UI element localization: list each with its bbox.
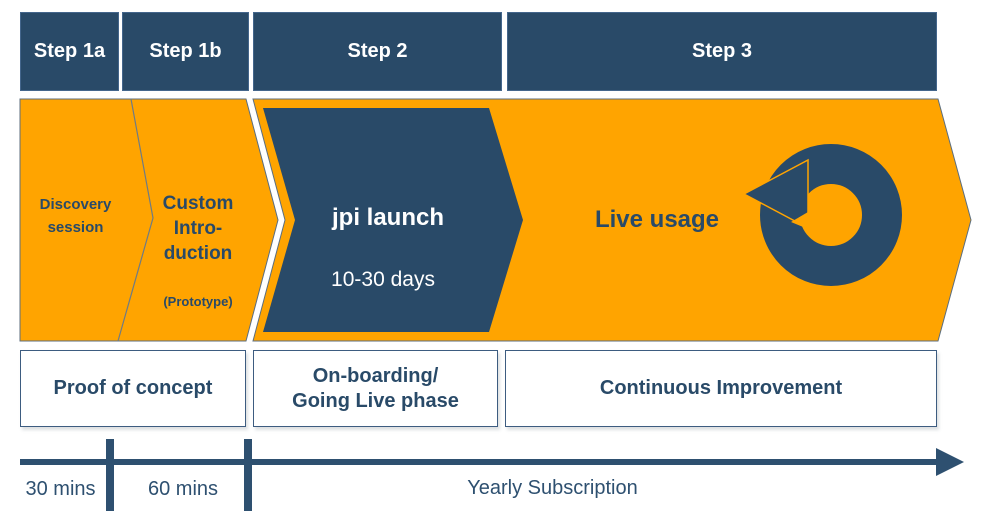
loop-arrow-icon	[742, 144, 902, 286]
custom-introduction-label: Custom Intro- duction (Prototype)	[148, 166, 248, 336]
jpi-launch-title: jpi launch	[331, 204, 444, 231]
timeline-tick-60min	[244, 439, 252, 511]
step-1a-header: Step 1a	[20, 12, 119, 91]
timeline-tick-30min	[106, 439, 114, 511]
live-usage-label: Live usage	[594, 206, 720, 233]
jpi-launch-duration: 10-30 days	[331, 268, 435, 291]
timeline-axis	[20, 439, 964, 511]
loop-arrowhead	[742, 158, 809, 230]
jpi-launch-chevron-shape	[263, 108, 523, 332]
step-3-header: Step 3	[507, 12, 937, 91]
custom-introduction-note: (Prototype)	[163, 294, 233, 310]
phase-box-continuous-improvement: Continuous Improvement	[505, 350, 937, 427]
stage1-divider-line	[117, 98, 154, 342]
timeline-label-30-mins: 30 mins	[25, 478, 96, 500]
timeline-line	[20, 459, 938, 465]
timeline-label-yearly-subscription: Yearly Subscription	[467, 477, 638, 499]
custom-introduction-main: Custom Intro- duction	[162, 193, 234, 265]
loop-ring-gap	[791, 212, 808, 229]
step-2-header: Step 2	[253, 12, 502, 91]
phase-box-onboarding: On-boarding/ Going Live phase	[253, 350, 498, 427]
step-1b-header: Step 1b	[122, 12, 249, 91]
timeline-arrowhead	[936, 448, 964, 476]
discovery-session-label: Discovery session	[39, 196, 112, 236]
phase-box-proof-of-concept: Proof of concept	[20, 350, 246, 427]
loop-ring	[760, 144, 902, 286]
stage1-chevron-shape	[19, 98, 279, 342]
timeline-label-60-mins: 60 mins	[147, 478, 219, 500]
